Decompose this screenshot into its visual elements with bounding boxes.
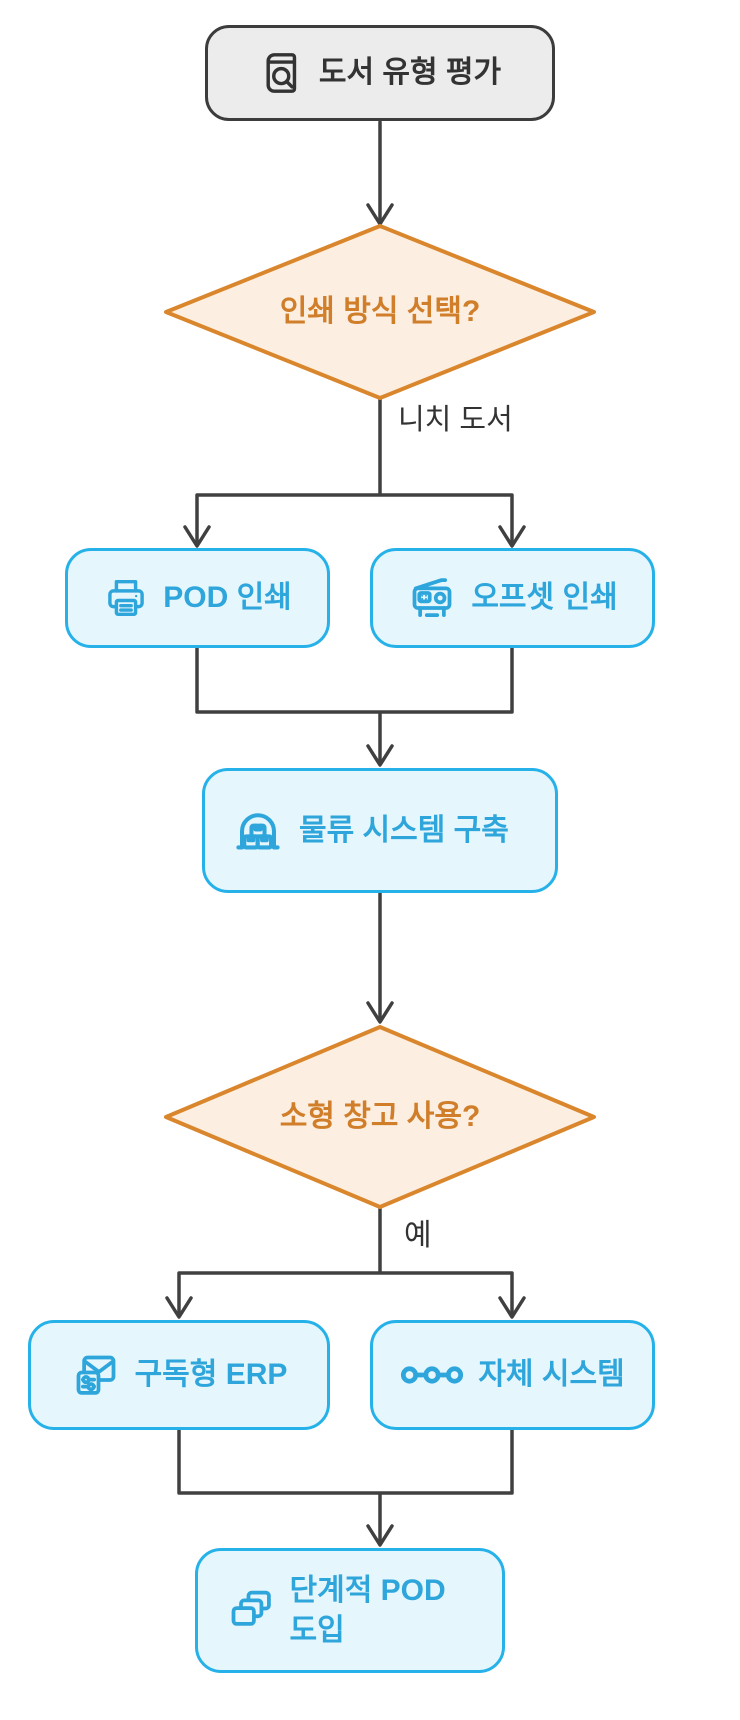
arrowhead [183,525,211,548]
arrowhead [366,1001,394,1024]
arrowhead [366,203,394,226]
nodes-icon [400,1352,464,1398]
decision-label: 소형 창고 사용? [279,1100,481,1134]
decision-label: 인쇄 방식 선택? [279,295,481,329]
arrowhead [498,1296,526,1319]
node-offset-printing: 오프셋 인쇄 [370,548,655,648]
printer-icon [103,575,149,621]
node-logistics-system: 물류 시스템 구축 [202,768,558,893]
node-label: POD 인쇄 [163,581,292,615]
arrowhead [165,1296,193,1319]
node-label: 구독형 ERP [134,1358,288,1392]
copies-icon [226,1586,276,1636]
book-search-icon [259,50,305,96]
edge-label-niche-books: 니치 도서 [398,404,513,436]
node-phased-pod-adoption: 단계적 POD 도입 [195,1548,505,1673]
node-label: 오프셋 인쇄 [471,581,618,615]
arrowhead [498,525,526,548]
envelope-settings-icon [71,1350,121,1400]
arrowhead [366,1524,394,1547]
edge-label-yes: 예 [404,1219,432,1252]
node-label: 도서 유형 평가 [318,56,502,90]
node-book-type-evaluation: 도서 유형 평가 [205,25,555,121]
arrowhead [366,744,394,767]
node-label: 자체 시스템 [478,1358,625,1392]
node-label: 물류 시스템 구축 [299,813,509,847]
node-own-system: 자체 시스템 [370,1320,655,1430]
node-subscription-erp: 구독형 ERP [28,1320,330,1430]
warehouse-icon [231,804,285,858]
copier-icon [407,573,457,623]
decision-small-warehouse: 소형 창고 사용? [164,1025,596,1209]
node-pod-printing: POD 인쇄 [65,548,330,648]
decision-print-method: 인쇄 방식 선택? [164,224,596,400]
node-label: 단계적 POD 도입 [289,1573,446,1647]
